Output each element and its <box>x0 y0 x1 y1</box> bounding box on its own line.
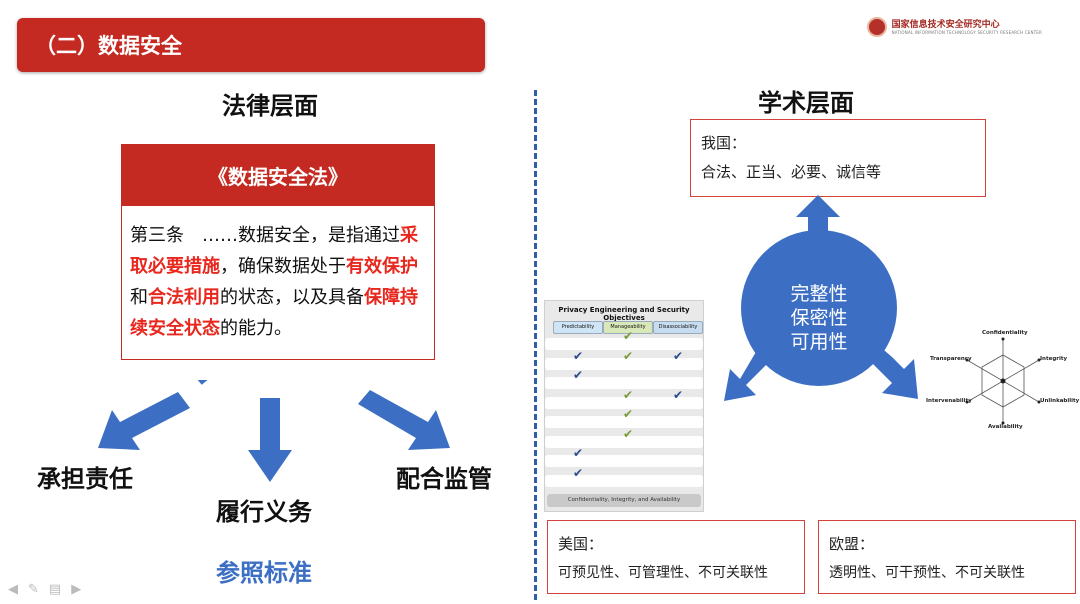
usa-label: 美国： <box>558 535 604 553</box>
check-icon: ✔ <box>623 329 634 343</box>
cia-circle <box>741 230 897 386</box>
radar-unlinkability: Unlinkability <box>1040 398 1080 404</box>
arrow-down-right-icon <box>358 390 450 450</box>
outcome-left: 承担责任 <box>37 465 133 493</box>
panel-row <box>545 357 703 370</box>
col-disassociability: Disassociability <box>653 321 703 334</box>
next-slide-icon[interactable]: ▶ <box>71 582 82 597</box>
check-icon: ✔ <box>623 387 634 402</box>
pen-icon[interactable]: ✎ <box>28 582 39 597</box>
section-title: （二）数据安全 <box>35 34 182 58</box>
radar-intervenability: Intervenability <box>926 398 972 404</box>
radar-integrity: Integrity <box>1040 356 1068 362</box>
arrow-down-left-icon <box>98 392 190 450</box>
check-icon: ✔ <box>673 348 684 363</box>
cia-diagram <box>724 195 918 401</box>
col-predictability: Predictability <box>553 321 603 334</box>
arrow-down-icon <box>248 398 292 482</box>
eu-text: 透明性、可干预性、不可关联性 <box>829 565 1025 581</box>
legal-heading: 法律层面 <box>222 92 318 120</box>
slide-controls: ◀ ✎ ▤ ▶ <box>8 582 81 597</box>
panel-footer: Confidentiality, Integrity, and Availabi… <box>547 494 701 507</box>
panel-row <box>545 338 703 350</box>
usa-box: 美国： 可预见性、可管理性、不可关联性 <box>547 520 805 594</box>
panel-row <box>545 416 703 428</box>
china-label: 我国： <box>701 134 747 152</box>
eu-box: 欧盟： 透明性、可干预性、不可关联性 <box>818 520 1076 594</box>
cia-labels: 完整性 保密性 可用性 <box>759 282 879 354</box>
check-icon: ✔ <box>673 387 684 402</box>
outcome-right: 配合监管 <box>396 465 492 493</box>
panel-row <box>545 396 703 409</box>
check-icon: ✔ <box>573 368 584 382</box>
check-icon: ✔ <box>623 407 634 421</box>
china-text: 合法、正当、必要、诚信等 <box>701 163 882 181</box>
law-excerpt: 第三条 ……数据安全，是指通过采取必要措施，确保数据处于有效保护和合法利用的状态… <box>130 225 418 339</box>
usa-text: 可预见性、可管理性、不可关联性 <box>558 565 768 581</box>
check-icon: ✔ <box>573 465 584 480</box>
radar-transparency: Transparency <box>930 356 972 362</box>
nist-objectives-panel: Privacy Engineering and Security Objecti… <box>544 300 704 512</box>
arrow-down-right-icon <box>866 345 918 399</box>
panel-row <box>545 455 703 467</box>
confidentiality-label: 保密性 <box>790 307 848 329</box>
integrity-label: 完整性 <box>790 283 848 305</box>
panel-title: Privacy Engineering and Security Objecti… <box>558 306 690 322</box>
check-icon: ✔ <box>573 446 584 460</box>
prev-slide-icon[interactable]: ◀ <box>8 582 18 597</box>
panel-row <box>545 435 703 448</box>
reference-standards-link[interactable]: 参照标准 <box>216 559 312 587</box>
check-icon: ✔ <box>623 426 634 441</box>
check-icon: ✔ <box>573 348 584 363</box>
section-title-banner: （二）数据安全 <box>17 18 485 72</box>
col-manageability: Manageability <box>603 321 653 334</box>
panel-row <box>545 377 703 389</box>
org-logo: 国家信息技术安全研究中心 NATIONAL INFORMATION TECHNO… <box>866 17 1042 37</box>
privacy-radar <box>965 337 1041 425</box>
arrow-up-icon <box>796 195 840 250</box>
outcome-center: 履行义务 <box>216 498 312 526</box>
law-title: 《数据安全法》 <box>122 145 434 206</box>
vertical-divider <box>534 90 537 600</box>
availability-label: 可用性 <box>790 331 848 353</box>
org-name: 国家信息技术安全研究中心 <box>891 19 1000 30</box>
eu-label: 欧盟： <box>829 535 875 553</box>
org-sub: NATIONAL INFORMATION TECHNOLOGY SECURITY… <box>891 29 1042 35</box>
china-box: 我国： 合法、正当、必要、诚信等 <box>690 119 986 197</box>
panel-row <box>545 474 703 487</box>
menu-icon[interactable]: ▤ <box>48 582 62 597</box>
law-card: 《数据安全法》 第三条 ……数据安全，是指通过采取必要措施，确保数据处于有效保护… <box>121 144 435 360</box>
check-icon: ✔ <box>623 348 634 363</box>
seal-icon <box>866 17 887 37</box>
academic-heading: 学术层面 <box>758 89 854 117</box>
radar-availability: Availability <box>988 424 1023 430</box>
arrow-down-left-icon <box>188 380 241 385</box>
radar-confidentiality: Confidentiality <box>982 330 1028 336</box>
outcome-arrows <box>98 380 450 482</box>
